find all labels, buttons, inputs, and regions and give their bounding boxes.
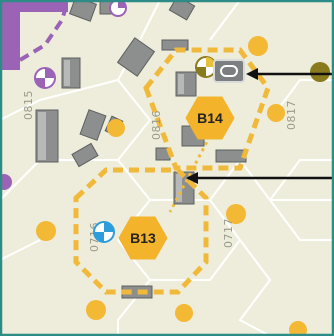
control-zone-b14 xyxy=(143,47,271,171)
marker-b13[interactable]: B13 xyxy=(118,216,168,260)
control-zone-b13 xyxy=(73,167,209,295)
olive-dot xyxy=(310,62,330,82)
hex-label-0717: 0717 xyxy=(222,218,235,248)
purple-dot xyxy=(0,174,12,190)
arrow-left-icon xyxy=(186,172,334,184)
purple-checker-icon xyxy=(34,67,56,89)
vehicle-counter-icon[interactable] xyxy=(213,59,245,83)
hex-label-0816: 0816 xyxy=(150,110,163,140)
blue-checker-icon xyxy=(93,221,115,243)
marker-b14-label: B14 xyxy=(197,110,223,126)
objective-dots xyxy=(36,36,307,336)
hex-label-0817: 0817 xyxy=(285,100,298,130)
purple-checker-icon xyxy=(109,0,127,17)
connector-line xyxy=(168,135,212,213)
purple-zone xyxy=(0,0,70,70)
arrow-left-icon xyxy=(246,68,334,80)
marker-b13-label: B13 xyxy=(130,230,156,246)
marker-b14[interactable]: B14 xyxy=(185,96,235,140)
hex-label-0815: 0815 xyxy=(22,90,35,120)
